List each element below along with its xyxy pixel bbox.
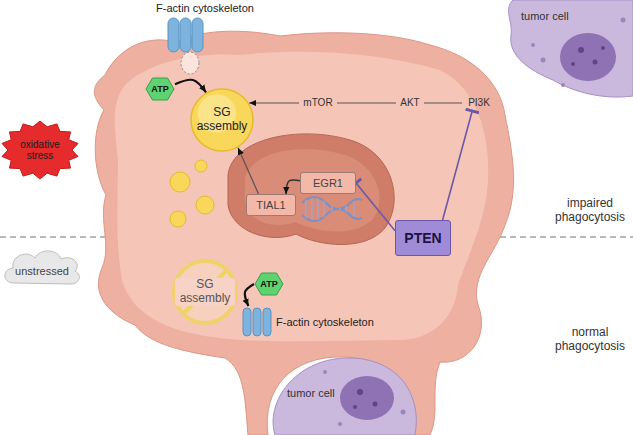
node-text: SG assembly <box>175 278 235 306</box>
granule-circle <box>191 89 253 151</box>
tumor-dot <box>373 402 378 407</box>
actin-filament: F-actin cytoskeleton <box>140 0 270 58</box>
atp-hexagon: ATP <box>254 272 284 296</box>
arrow-connector <box>337 102 396 103</box>
dna-rung <box>305 200 306 218</box>
node-text: PI3K <box>468 97 490 109</box>
node-text: EGR1 <box>313 177 343 190</box>
dna-rung <box>353 201 354 217</box>
stress-granule-small <box>170 172 190 192</box>
dna-rung <box>317 198 318 220</box>
node-text: oxidative stress <box>13 139 67 162</box>
node-text: unstressed <box>15 265 69 278</box>
node-text: PTEN <box>404 230 441 246</box>
node-text: AKT <box>400 97 419 109</box>
arrow-connector <box>424 102 462 103</box>
arrow-connector <box>245 284 254 306</box>
tumor-body <box>508 0 633 97</box>
arrow-connector <box>249 102 299 103</box>
inhibition-connector <box>443 111 473 220</box>
node-text: ATP <box>151 84 168 94</box>
tumor-nucleus <box>340 376 394 420</box>
actin-cylinder <box>263 308 271 336</box>
tumor-dot <box>621 18 626 23</box>
dna-rung <box>345 206 346 212</box>
arrow-connector <box>175 80 206 93</box>
tumor-dot <box>353 405 357 409</box>
tumor-dot <box>571 62 575 66</box>
state-label: impaired phagocytosis <box>548 196 632 225</box>
state-label: normal phagocytosis <box>548 325 632 354</box>
calm-cloud: unstressed <box>2 247 82 289</box>
dna-rung <box>323 201 324 217</box>
node-text: tumor cell <box>521 10 569 23</box>
tumor-dot <box>578 47 584 53</box>
hexagon <box>146 78 174 100</box>
actin-cylinder <box>243 308 251 336</box>
tumor-body <box>273 358 416 435</box>
macrophage-cytoplasm <box>115 52 489 342</box>
kinase-label: PI3K <box>462 95 496 111</box>
tumor-dot <box>601 46 605 50</box>
stress-granule-small <box>170 211 186 227</box>
dna-rung <box>311 198 312 220</box>
tumor-dot <box>593 60 598 65</box>
gene-box: EGR1 <box>300 172 356 194</box>
actin-cylinder <box>192 18 203 52</box>
actin-cylinder <box>253 308 261 336</box>
node-text: F-actin cytoskeleton <box>156 2 254 15</box>
kinase-label: mTOR <box>299 95 337 111</box>
tumor-dot <box>531 43 535 47</box>
dna-rung <box>339 208 340 210</box>
gene-box: TIAL1 <box>246 194 296 216</box>
node-text: mTOR <box>303 97 332 109</box>
node-text: tumor cell <box>287 387 335 400</box>
atp-hexagon: ATP <box>145 77 175 101</box>
tumor-cell: tumor cell <box>503 0 633 96</box>
node-text: TIAL1 <box>256 199 285 212</box>
stress-granule: SG assembly <box>190 88 254 152</box>
actin-cylinder <box>168 18 179 52</box>
nucleus <box>228 134 394 245</box>
stress-burst: oxidative stress <box>0 120 80 180</box>
node-text: SG assembly <box>194 106 250 134</box>
hexagon <box>255 273 283 295</box>
node-text: ATP <box>260 279 277 289</box>
actin-filament: F-actin cytoskeleton <box>240 306 380 338</box>
tumor-dot <box>561 83 565 87</box>
kinase-label: AKT <box>396 95 424 111</box>
actin-cylinder <box>180 18 191 52</box>
blocked-granule: SG assembly <box>172 259 238 325</box>
tumor-dot <box>357 389 363 395</box>
burst <box>2 121 78 179</box>
tumor-dot <box>401 410 406 415</box>
arrow-connector <box>286 180 300 194</box>
node-text: F-actin cytoskeleton <box>276 316 374 329</box>
tumor-nucleus <box>560 33 616 81</box>
tumor-dot <box>323 370 327 374</box>
tumor-dot <box>338 422 342 426</box>
nucleus-inner <box>245 149 379 232</box>
macrophage-body <box>94 31 513 435</box>
stress-granule-small <box>195 160 207 172</box>
arrow-connector <box>238 148 259 194</box>
actin-anchor <box>181 52 199 74</box>
tumor-dot <box>541 58 546 63</box>
pten-box: PTEN <box>395 220 451 256</box>
dna-rung <box>331 206 332 212</box>
inhibition-connector <box>356 183 395 231</box>
tumor-cell: tumor cell <box>265 352 425 435</box>
cloud <box>5 251 80 284</box>
granule-circle <box>174 261 236 323</box>
dna-rungs <box>306 198 354 220</box>
stress-granule-small <box>196 196 214 214</box>
